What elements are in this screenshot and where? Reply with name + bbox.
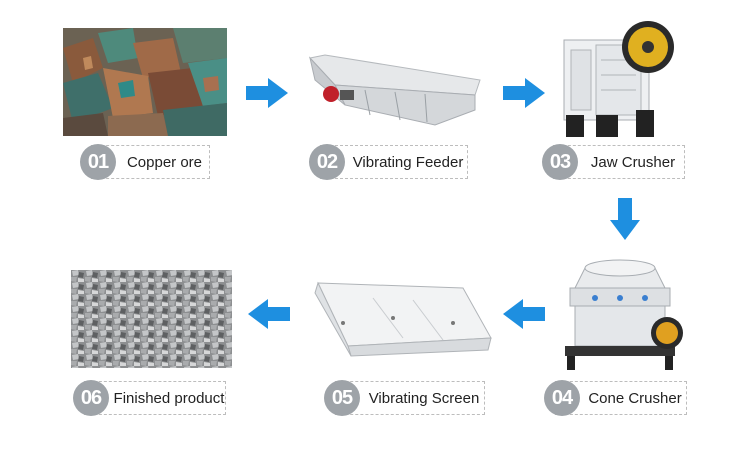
step-05-label: Vibrating Screen bbox=[368, 389, 480, 407]
step-04-label-box: 04 Cone Crusher bbox=[544, 380, 687, 416]
arrow-right-icon bbox=[503, 78, 545, 108]
cone-crusher-image bbox=[555, 248, 687, 372]
step-04-label: Cone Crusher bbox=[588, 389, 682, 407]
arrow-left-icon bbox=[503, 299, 545, 329]
step-06-label-box: 06 Finished product bbox=[73, 380, 226, 416]
step-02-label-box: 02 Vibrating Feeder bbox=[309, 144, 468, 180]
step-04-number: 04 bbox=[544, 380, 580, 416]
finished-product-image bbox=[71, 270, 232, 368]
step-05-number: 05 bbox=[324, 380, 360, 416]
step-03-number: 03 bbox=[542, 144, 578, 180]
vibrating-screen-image bbox=[313, 278, 493, 358]
step-02-number: 02 bbox=[309, 144, 345, 180]
step-05-label-box: 05 Vibrating Screen bbox=[324, 380, 485, 416]
step-02-label: Vibrating Feeder bbox=[352, 153, 464, 171]
step-01-label: Copper ore bbox=[126, 153, 203, 171]
step-01-label-box: 01 Copper ore bbox=[80, 144, 210, 180]
arrow-right-icon bbox=[246, 78, 288, 108]
arrow-down-icon bbox=[610, 198, 640, 240]
step-06-label: Finished product bbox=[113, 389, 225, 407]
step-03-label: Jaw Crusher bbox=[590, 153, 676, 171]
copper-ore-image bbox=[63, 28, 227, 136]
arrow-left-icon bbox=[248, 299, 290, 329]
step-01-number: 01 bbox=[80, 144, 116, 180]
vibrating-feeder-image bbox=[305, 50, 483, 130]
jaw-crusher-image bbox=[556, 15, 676, 140]
step-06-number: 06 bbox=[73, 380, 109, 416]
step-03-label-box: 03 Jaw Crusher bbox=[542, 144, 685, 180]
